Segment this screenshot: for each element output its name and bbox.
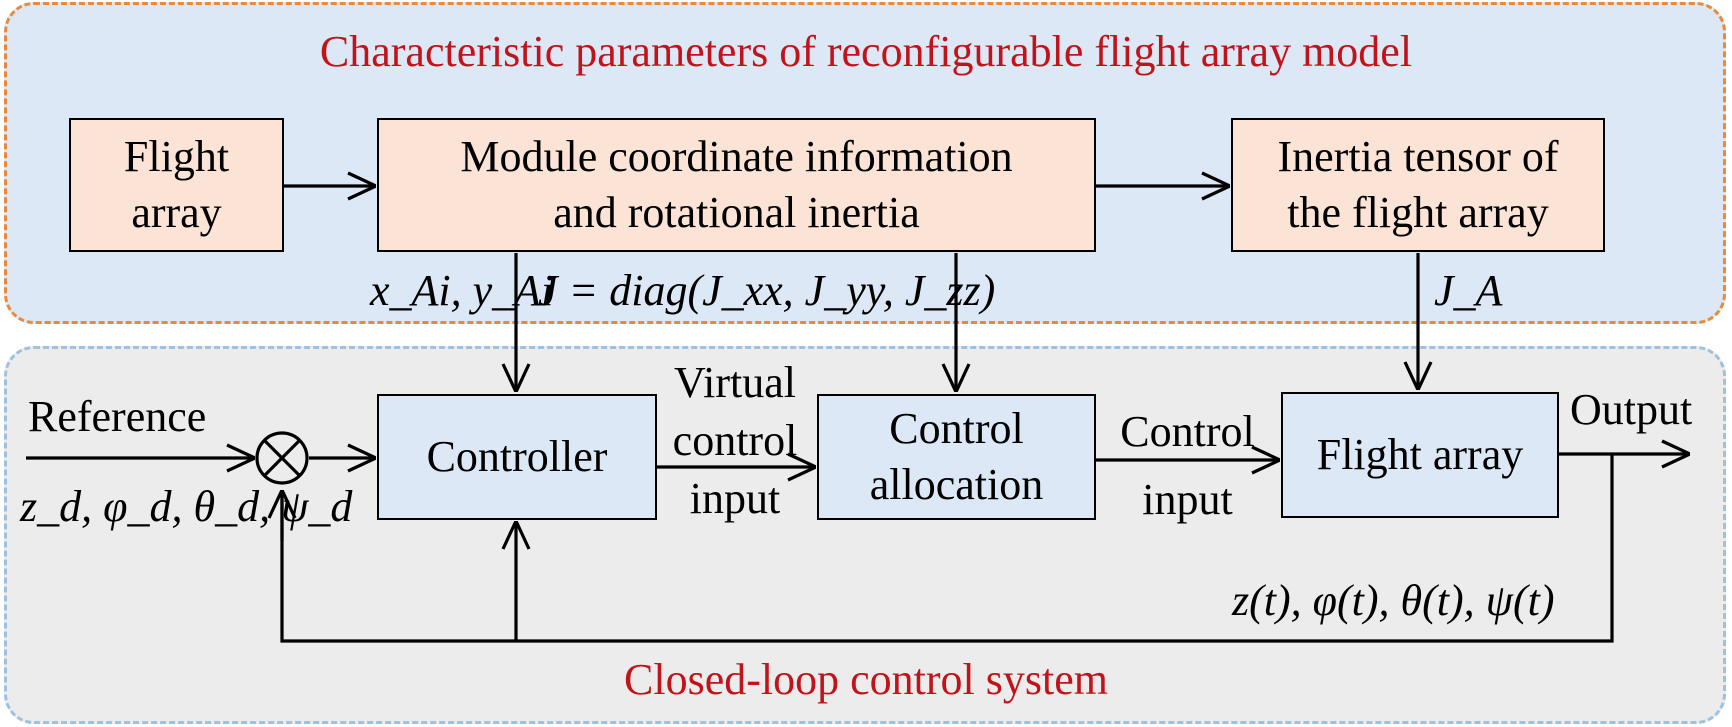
control-input-label: Control input	[1120, 407, 1255, 524]
output-signals-label: z(t), φ(t), θ(t), ψ(t)	[1232, 576, 1555, 625]
feedback-line	[280, 454, 1614, 643]
summing-junction	[255, 431, 309, 485]
closed-loop-title: Closed-loop control system	[624, 655, 1108, 704]
module-info-box: Module coordinate information and rotati…	[377, 118, 1096, 252]
reference-label: Reference	[28, 392, 207, 441]
inertia-tensor-box: Inertia tensor of the flight array	[1231, 118, 1605, 252]
control-allocation-box: Control allocation	[817, 394, 1096, 520]
coords-label: x_Ai, y_Ai	[370, 266, 554, 315]
reference-signals-label: z_d, φ_d, θ_d, ψ_d	[20, 482, 353, 531]
model-parameters-title: Characteristic parameters of reconfigura…	[319, 27, 1413, 76]
ja-label: J_A	[1434, 266, 1503, 315]
virtual-control-input-label: Virtual control input	[672, 358, 798, 523]
controller-box: Controller	[377, 394, 657, 520]
output-label: Output	[1570, 385, 1693, 434]
inertia-matrix-label: J = diag(J_xx, J_yy, J_zz)	[538, 266, 996, 315]
flight-array-plant-box: Flight array	[1281, 392, 1559, 518]
flight-array-input-box: Flight array	[69, 118, 284, 252]
